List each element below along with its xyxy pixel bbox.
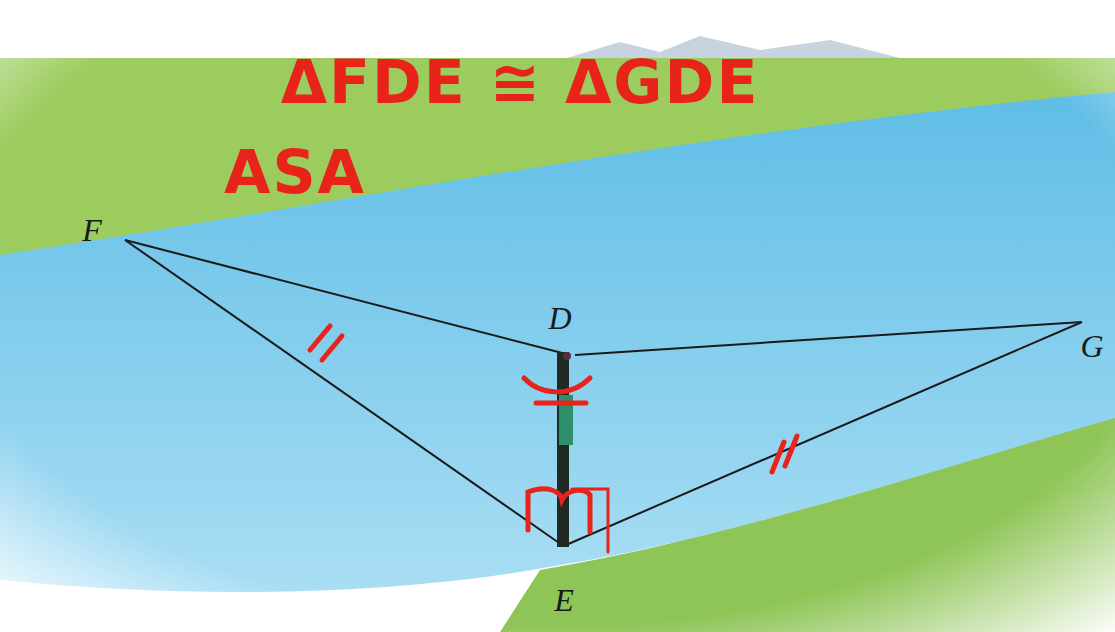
person — [557, 352, 573, 547]
vertex-label: G — [1080, 330, 1103, 362]
red-marks — [310, 326, 797, 552]
vertex-label: D — [548, 302, 571, 334]
vertex-label: E — [554, 584, 574, 616]
congruence-reason: ASA — [224, 142, 366, 202]
triangle-lines — [125, 240, 1082, 545]
congruence-statement: ΔFDE ≅ ΔGDE — [281, 52, 760, 112]
vertex-label: F — [82, 214, 102, 246]
